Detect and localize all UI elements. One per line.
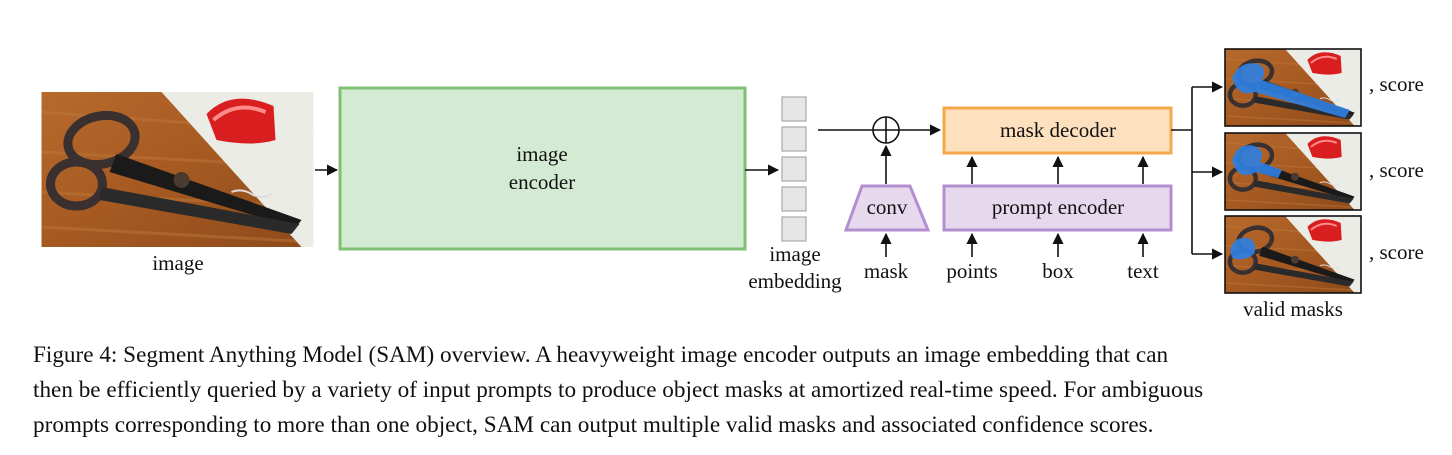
embedding-cell — [781, 216, 807, 242]
sam-architecture-diagram: image image encoder image embedding conv… — [0, 48, 1424, 321]
image-encoder-label-line2: encoder — [509, 170, 575, 194]
points-label: points — [946, 259, 997, 283]
conv-label: conv — [867, 195, 908, 219]
mask-decoder-label: mask decoder — [1000, 118, 1116, 142]
text-label: text — [1127, 259, 1159, 283]
caption-line: then be efficiently queried by a variety… — [33, 377, 1204, 403]
caption-line: Figure 4: Segment Anything Model (SAM) o… — [33, 342, 1169, 368]
valid-mask-2 — [1224, 132, 1362, 211]
image-embedding-label-line1: image — [769, 242, 820, 266]
score-label-3: , score — [1369, 240, 1424, 264]
mask-input-label: mask — [864, 259, 909, 283]
valid-masks-label: valid masks — [1243, 297, 1343, 321]
caption-line: prompts corresponding to more than one o… — [33, 412, 1154, 438]
score-label-2: , score — [1369, 158, 1424, 182]
input-image — [42, 92, 314, 247]
embedding-cell — [781, 126, 807, 152]
embedding-cell — [781, 156, 807, 182]
valid-mask-3 — [1224, 215, 1362, 294]
image-encoder-label-line1: image — [516, 142, 567, 166]
valid-mask-1 — [1224, 48, 1362, 127]
image-label: image — [152, 251, 203, 275]
decoder-output-arrows — [1171, 81, 1224, 260]
mask-decoder-box — [942, 106, 1173, 155]
embedding-cell — [781, 186, 807, 212]
image-encoder-box — [338, 86, 747, 251]
figure-caption: Figure 4: Segment Anything Model (SAM) o… — [33, 338, 1443, 443]
embedding-cell — [781, 96, 807, 122]
prompt-encoder-box — [942, 184, 1173, 232]
image-embedding-stack — [781, 96, 807, 242]
image-embedding-label-line2: embedding — [748, 269, 842, 293]
sum-operator — [872, 116, 900, 144]
conv-block — [843, 184, 931, 232]
box-label: box — [1042, 259, 1074, 283]
prompt-encoder-label: prompt encoder — [992, 195, 1124, 219]
score-label-1: , score — [1369, 72, 1424, 96]
